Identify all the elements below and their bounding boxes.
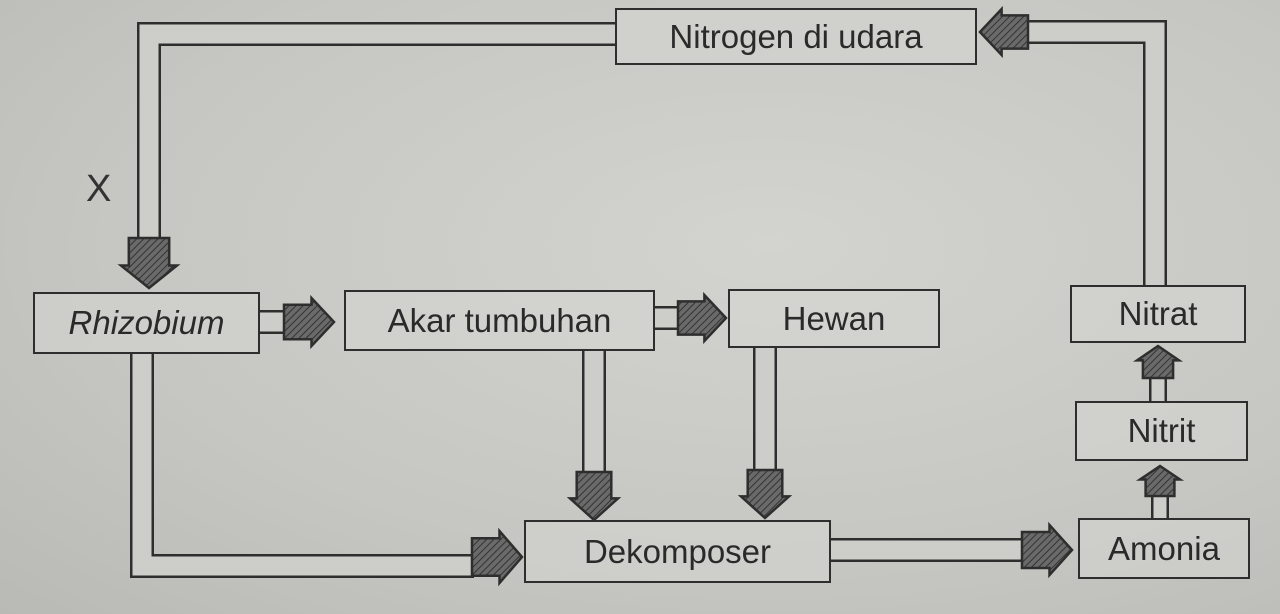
- pipe-nitrate-to-nitrogen: [1026, 20, 1167, 285]
- node-label: Dekomposer: [583, 532, 772, 570]
- pipe-nitrogen-to-rhizobium: [139, 24, 615, 242]
- arrowhead-down-icon: [566, 470, 622, 522]
- node-plant-roots: Akar tumbuhan: [344, 290, 655, 351]
- arrowhead-down-icon: [737, 468, 793, 520]
- arrowhead-left-icon: [978, 5, 1030, 59]
- pipe-rhizobium-to-decomposer: [130, 353, 474, 578]
- arrowhead-up-icon: [1135, 464, 1185, 498]
- node-nitrate: Nitrat: [1070, 285, 1246, 343]
- node-label: Nitrat: [1118, 295, 1198, 332]
- node-label: Rhizobium: [68, 304, 225, 341]
- node-nitrite: Nitrit: [1075, 401, 1248, 461]
- node-label: Amonia: [1108, 529, 1220, 567]
- node-label: Akar tumbuhan: [387, 301, 612, 339]
- node-rhizobium: Rhizobium: [33, 292, 260, 354]
- node-ammonia: Amonia: [1078, 518, 1250, 579]
- arrowhead-right-icon: [676, 291, 728, 345]
- process-x-label: X: [86, 168, 112, 210]
- arrowhead-right-icon: [282, 294, 336, 350]
- node-nitrogen-air: Nitrogen di udara: [615, 8, 977, 65]
- pipe-nitrogen-to-rhizobium: [137, 22, 615, 242]
- node-label: Nitrogen di udara: [669, 17, 923, 55]
- node-label: Hewan: [782, 299, 886, 337]
- node-label: Nitrit: [1127, 412, 1196, 449]
- arrowhead-down-icon: [117, 236, 181, 290]
- pipe-rhizobium-to-decomposer: [132, 353, 474, 576]
- node-decomposer: Dekomposer: [524, 520, 831, 583]
- pipe-nitrate-to-nitrogen: [1026, 22, 1165, 285]
- arrowhead-up-icon: [1132, 344, 1184, 380]
- node-animals: Hewan: [728, 289, 940, 348]
- arrowhead-right-icon: [1020, 521, 1074, 579]
- arrowhead-right-icon: [470, 527, 524, 587]
